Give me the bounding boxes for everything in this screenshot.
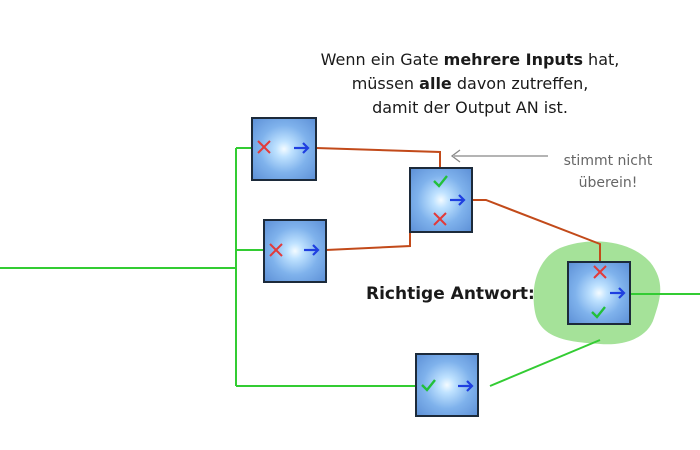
- cross-icon: [593, 265, 607, 279]
- wires-off: [315, 147, 601, 262]
- check-icon: [421, 379, 436, 392]
- cross-icon: [269, 243, 283, 257]
- note-line-1: stimmt nicht: [563, 153, 653, 169]
- cross-icon: [433, 212, 447, 226]
- arrow-icon: [610, 287, 626, 299]
- arrow-icon: [294, 142, 310, 154]
- answer-label: Richtige Antwort:: [366, 284, 535, 304]
- gate-mid-left: [263, 219, 327, 283]
- wires-on: [0, 147, 700, 387]
- explanation-line-3: damit der Output AN ist.: [372, 98, 568, 117]
- gate-bottom: [415, 353, 479, 417]
- explanation-line-2: müssen alle davon zutreffen,: [351, 74, 589, 93]
- arrow-icon: [304, 244, 320, 256]
- check-icon: [591, 306, 606, 319]
- gate-answer: [567, 261, 631, 325]
- gate-top-left: [251, 117, 317, 181]
- note-pointer-arrow: [450, 149, 548, 163]
- arrow-icon: [458, 380, 474, 392]
- explanation-text: Wenn ein Gate mehrere Inputs hat, müssen…: [300, 48, 640, 120]
- note-line-2: überein!: [578, 175, 638, 191]
- check-icon: [433, 175, 448, 188]
- arrow-icon: [450, 194, 466, 206]
- mismatch-note: stimmt nicht überein!: [548, 150, 668, 194]
- gate-center: [409, 167, 473, 233]
- cross-icon: [257, 140, 271, 154]
- explanation-line-1: Wenn ein Gate mehrere Inputs hat,: [320, 50, 620, 69]
